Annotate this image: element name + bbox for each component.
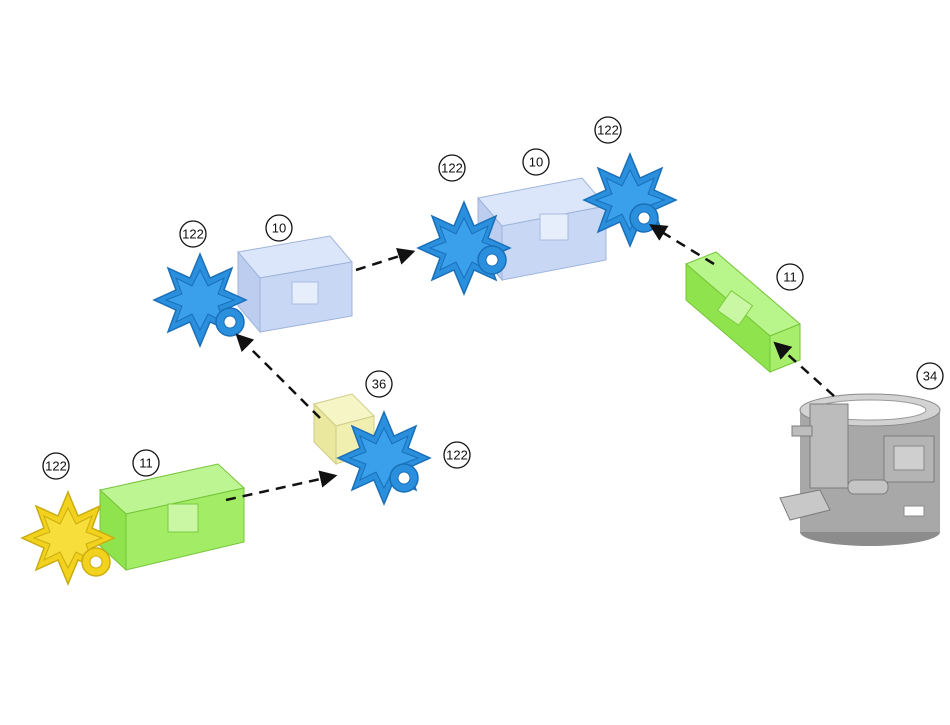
callout-10-left: 10: [266, 215, 292, 241]
tube-11-bottom: [100, 464, 244, 570]
connector-blue-mid: [338, 412, 430, 504]
svg-text:10: 10: [529, 155, 543, 170]
callout-10-top: 10: [523, 149, 549, 175]
svg-text:122: 122: [441, 161, 463, 176]
svg-text:10: 10: [272, 221, 286, 236]
connector-blue-top-left: [418, 202, 510, 294]
callout-122-bottom-left: 122: [43, 453, 69, 479]
callout-122-top-left: 122: [439, 155, 465, 181]
callout-122-top-right: 122: [595, 117, 621, 143]
connector-yellow: [22, 492, 114, 584]
svg-text:122: 122: [597, 123, 619, 138]
arrow-36-to-left: [238, 336, 320, 418]
callout-11-bottom: 11: [133, 450, 159, 476]
svg-text:122: 122: [446, 448, 468, 463]
tube-10-left: [238, 236, 352, 332]
svg-text:11: 11: [783, 270, 797, 285]
callout-122-left-mid: 122: [180, 221, 206, 247]
svg-text:122: 122: [182, 227, 204, 242]
connector-blue-left: [154, 254, 246, 346]
callout-36: 36: [366, 371, 392, 397]
callout-11-right: 11: [777, 264, 803, 290]
svg-text:11: 11: [139, 456, 153, 471]
svg-text:36: 36: [372, 377, 386, 392]
svg-text:122: 122: [45, 459, 67, 474]
pipe-clamp: [780, 394, 940, 546]
callout-34: 34: [917, 363, 943, 389]
arrow-tube10-to-top: [356, 252, 412, 270]
svg-text:34: 34: [923, 369, 937, 384]
callout-122-mid: 122: [444, 442, 470, 468]
